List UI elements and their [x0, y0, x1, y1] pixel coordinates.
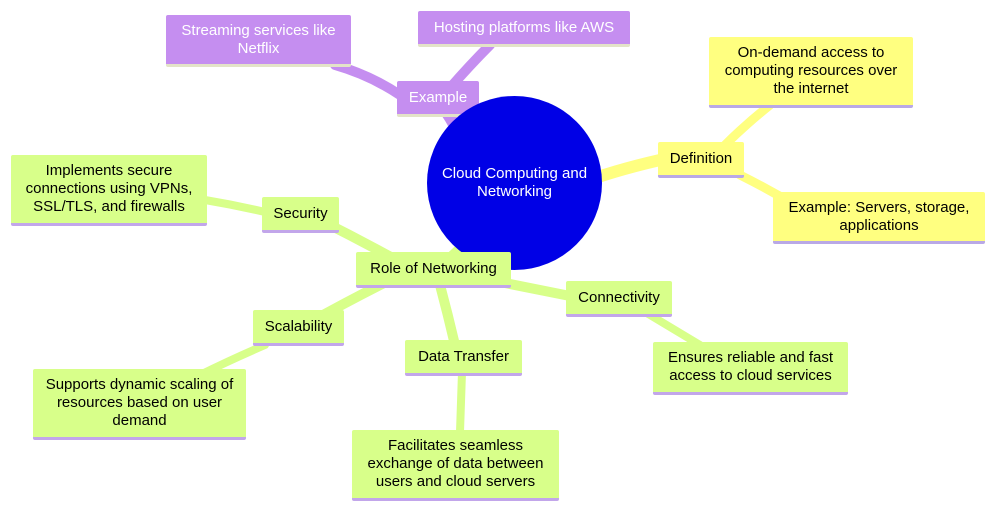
node-example-label: Example: [408, 88, 468, 106]
node-netflix[interactable]: Streaming services like Netflix: [166, 15, 351, 67]
edge-example-netflix: [330, 60, 405, 100]
node-definition-example[interactable]: Example: Servers, storage, applications: [773, 192, 985, 244]
node-connectivity[interactable]: Connectivity: [566, 281, 672, 317]
edge-root-definition: [589, 154, 666, 184]
node-aws[interactable]: Hosting platforms like AWS: [418, 11, 630, 47]
edge-definition-desc: [720, 100, 775, 150]
node-datatransfer[interactable]: Data Transfer: [405, 340, 522, 376]
node-scalability-detail-label: Supports dynamic scaling of resources ba…: [45, 376, 234, 429]
node-definition-desc[interactable]: On-demand access to computing resources …: [709, 37, 913, 108]
node-datatransfer-label: Data Transfer: [418, 347, 509, 365]
node-security-detail-label: Implements secure connections using VPNs…: [25, 162, 193, 215]
node-connectivity-detail-label: Ensures reliable and fast access to clou…: [667, 349, 834, 384]
node-netflix-label: Streaming services like Netflix: [181, 21, 336, 57]
node-security-detail[interactable]: Implements secure connections using VPNs…: [11, 155, 207, 226]
edge-datatransfer-detail: [456, 368, 466, 436]
node-scalability[interactable]: Scalability: [253, 310, 344, 346]
root-node[interactable]: Cloud Computing and Networking: [427, 96, 602, 270]
edge-security-detail: [201, 196, 269, 216]
node-datatransfer-detail-label: Facilitates seamless exchange of data be…: [367, 437, 544, 490]
node-aws-label: Hosting platforms like AWS: [433, 18, 615, 36]
node-connectivity-label: Connectivity: [578, 288, 660, 306]
edge-networking-datatransfer: [435, 280, 460, 350]
node-datatransfer-detail[interactable]: Facilitates seamless exchange of data be…: [352, 430, 559, 501]
node-networking[interactable]: Role of Networking: [356, 252, 511, 288]
node-security[interactable]: Security: [262, 197, 339, 233]
node-definition-label: Definition: [669, 149, 733, 167]
node-definition-example-label: Example: Servers, storage, applications: [788, 198, 970, 234]
node-definition[interactable]: Definition: [658, 142, 744, 178]
root-label: Cloud Computing and Networking: [441, 165, 588, 200]
node-scalability-detail[interactable]: Supports dynamic scaling of resources ba…: [33, 369, 246, 440]
node-definition-desc-label: On-demand access to computing resources …: [724, 44, 898, 97]
node-networking-label: Role of Networking: [370, 259, 497, 277]
node-security-label: Security: [273, 204, 328, 222]
node-connectivity-detail[interactable]: Ensures reliable and fast access to clou…: [653, 342, 848, 395]
node-scalability-label: Scalability: [264, 317, 333, 335]
